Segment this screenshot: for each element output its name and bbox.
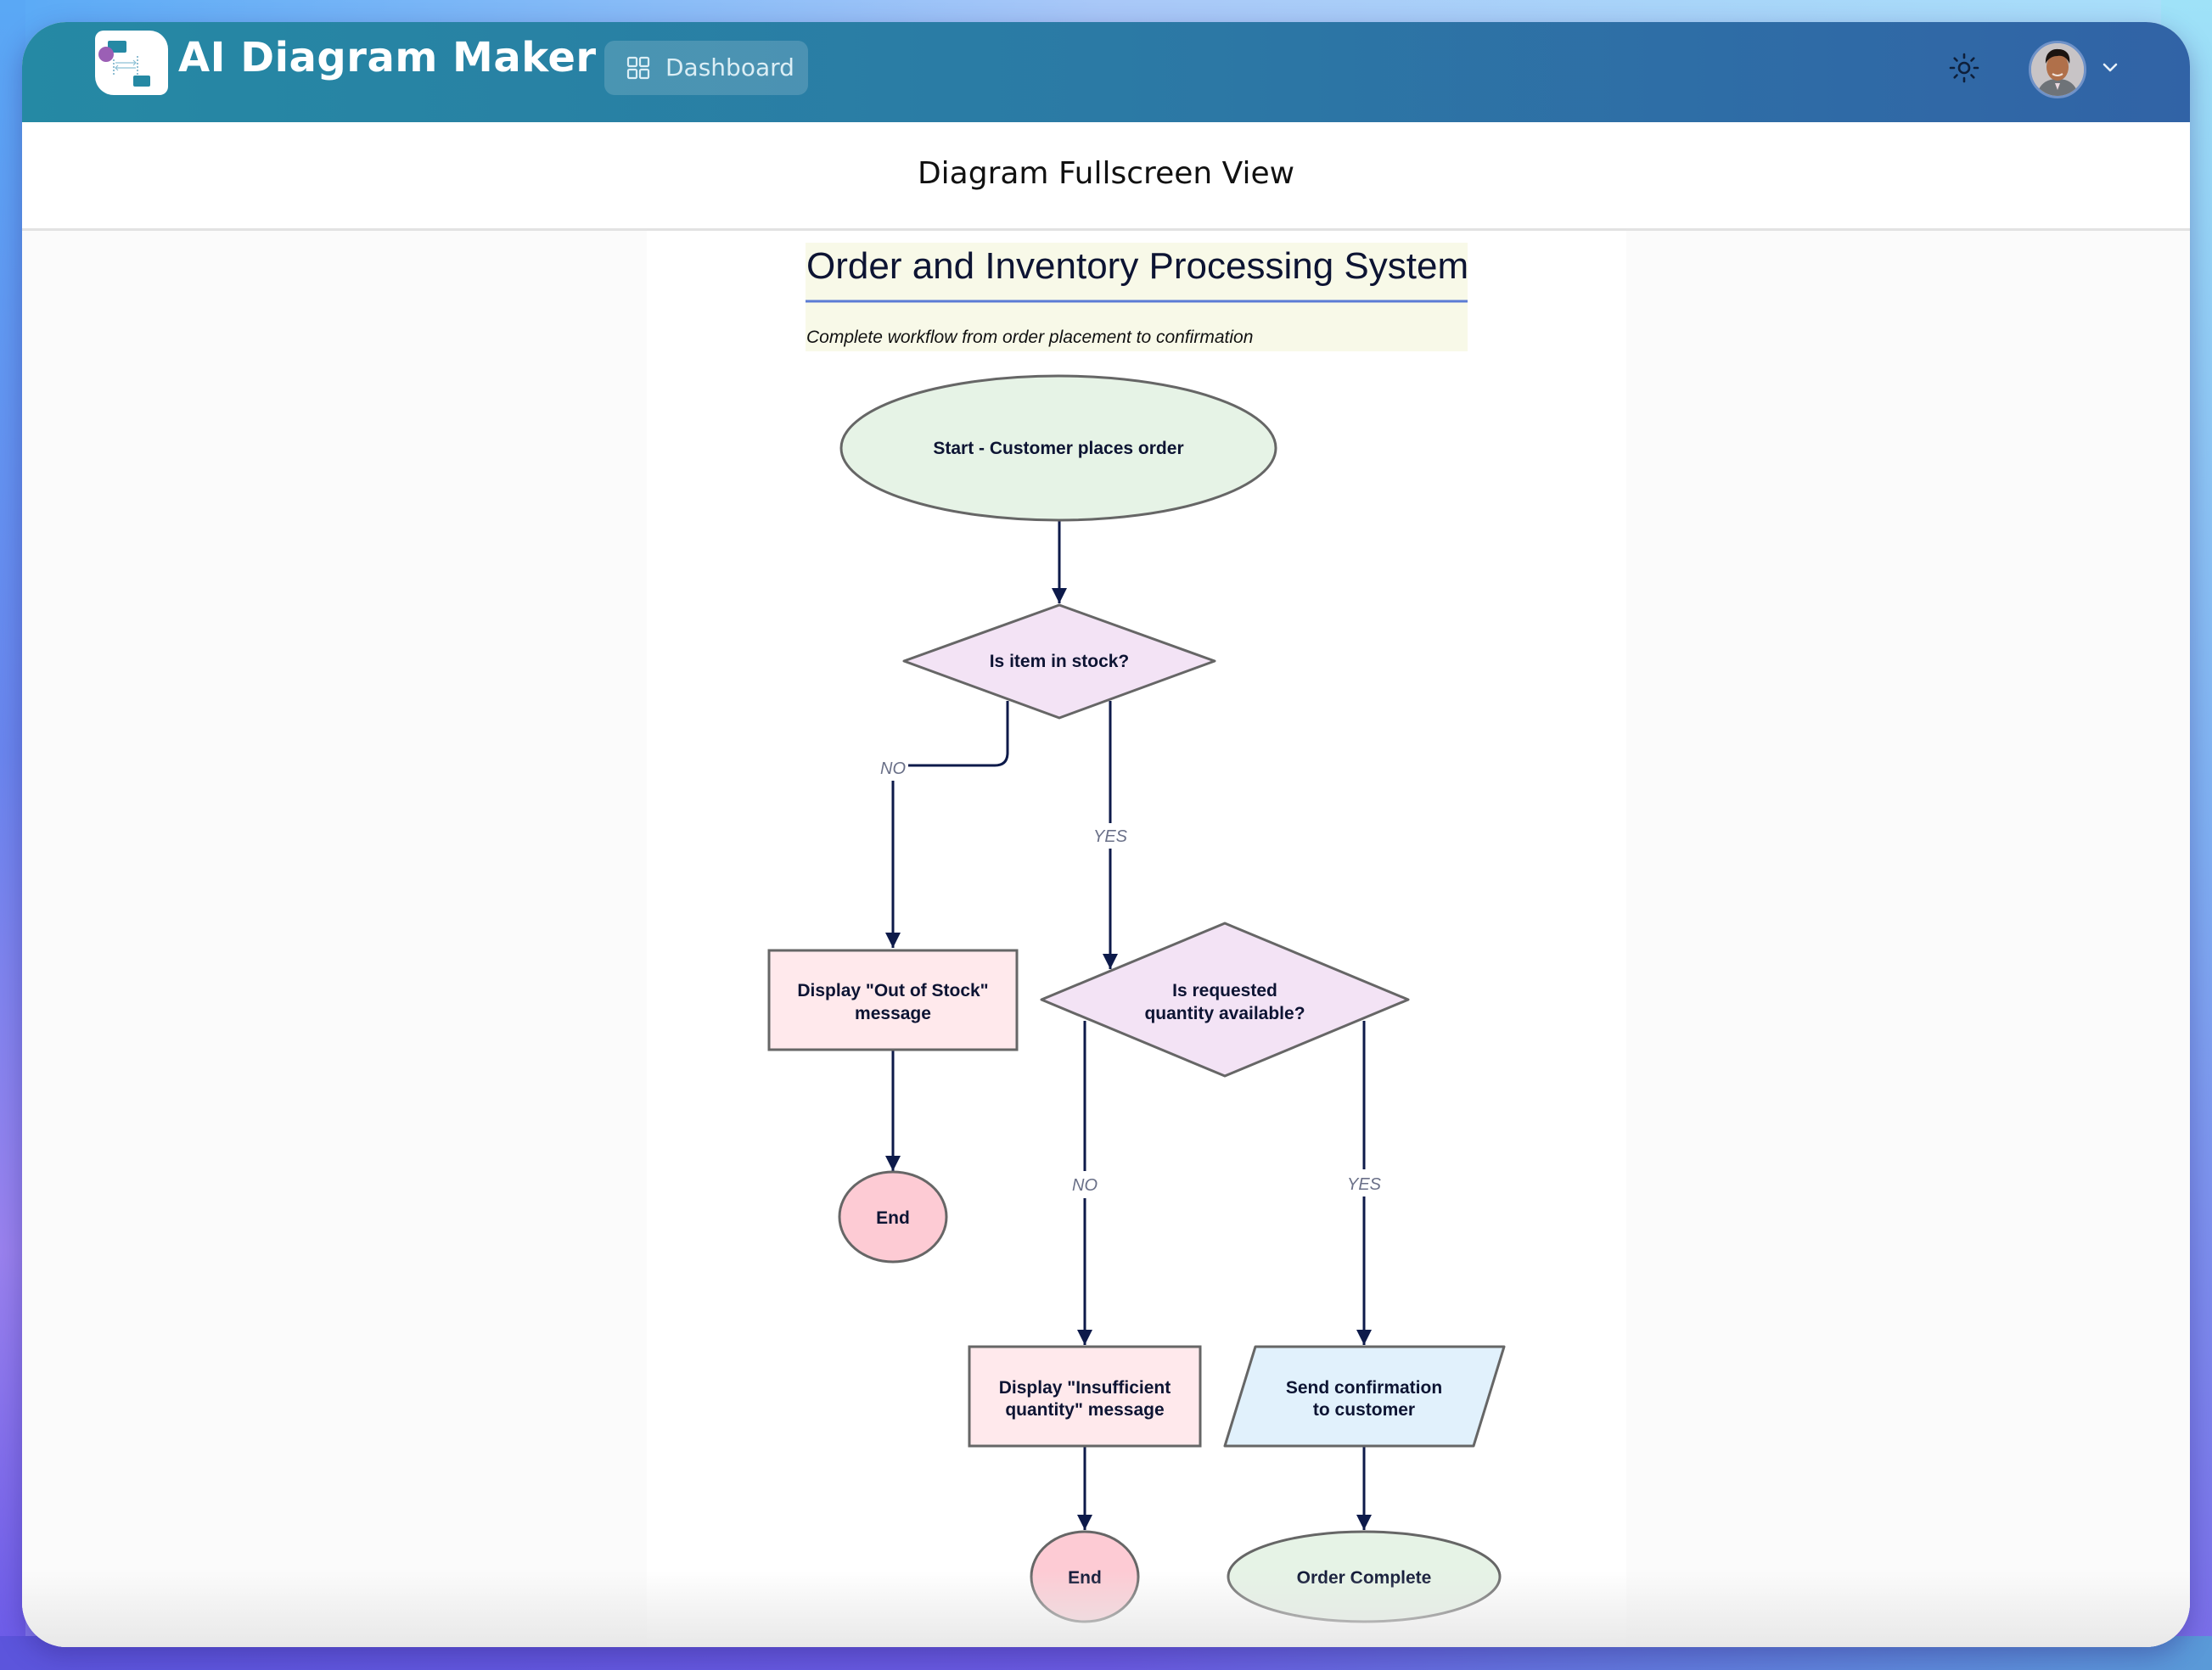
node-out-of-stock[interactable]	[767, 949, 1019, 1051]
node-in-stock-decision[interactable]	[902, 603, 1216, 720]
dashboard-label: Dashboard	[665, 53, 794, 81]
diagram-subtitle: Complete workflow from order placement t…	[806, 328, 1253, 347]
node-end-1[interactable]	[838, 1170, 948, 1264]
edge-label-no: NO	[880, 759, 906, 778]
edge-in-stock-no-segment	[908, 701, 1009, 767]
app-logo[interactable]	[95, 31, 168, 95]
sun-icon	[1949, 53, 1979, 83]
app-title: AI Diagram Maker	[178, 34, 597, 81]
node-label: Order Complete	[1297, 1568, 1432, 1588]
node-label: Display "Insufficient	[999, 1378, 1171, 1398]
node-label: Display "Out of Stock"	[797, 981, 988, 1000]
page-title: Diagram Fullscreen View	[917, 156, 1295, 191]
theme-toggle-button[interactable]	[1947, 51, 1981, 85]
diagram-panel: Order and Inventory Processing System Co…	[647, 231, 1626, 1647]
node-label: Start - Customer places order	[933, 439, 1183, 458]
app-header: AI Diagram Maker Dashboard	[22, 22, 2190, 122]
node-start[interactable]	[839, 374, 1277, 522]
node-label: Is requested	[1172, 981, 1277, 1000]
chevron-down-icon	[2103, 63, 2118, 72]
diagram-logo-icon	[98, 41, 150, 87]
node-insufficient-quantity[interactable]	[968, 1345, 1202, 1448]
diagram-title-block	[806, 243, 1468, 351]
node-qty-available-decision[interactable]	[1040, 922, 1410, 1078]
desktop-background-left	[0, 0, 25, 1670]
edge-label-yes: YES	[1093, 827, 1128, 846]
user-photo	[2031, 43, 2084, 96]
user-menu-toggle[interactable]	[2098, 56, 2122, 80]
edge-label-yes: YES	[1347, 1175, 1382, 1194]
node-send-confirmation[interactable]	[1223, 1345, 1506, 1448]
node-label: Is item in stock?	[990, 652, 1130, 671]
node-label: to customer	[1313, 1400, 1415, 1420]
edge-label-no: NO	[1072, 1176, 1098, 1195]
page-header: Diagram Fullscreen View	[22, 122, 2190, 231]
node-label: End	[876, 1208, 910, 1228]
flowchart-svg: Order and Inventory Processing System Co…	[767, 243, 1506, 1623]
diagram-title: Order and Inventory Processing System	[806, 245, 1468, 287]
node-label: message	[855, 1004, 931, 1023]
app-window: AI Diagram Maker Dashboard	[22, 22, 2190, 1647]
user-avatar[interactable]	[2029, 41, 2086, 98]
dashboard-button[interactable]: Dashboard	[604, 41, 808, 95]
node-label: quantity available?	[1144, 1004, 1305, 1023]
node-label: quantity" message	[1005, 1400, 1164, 1420]
grid-icon	[626, 56, 650, 80]
node-label: Send confirmation	[1286, 1378, 1442, 1398]
diagram-canvas[interactable]: Order and Inventory Processing System Co…	[22, 231, 2190, 1647]
node-label: End	[1068, 1568, 1102, 1588]
